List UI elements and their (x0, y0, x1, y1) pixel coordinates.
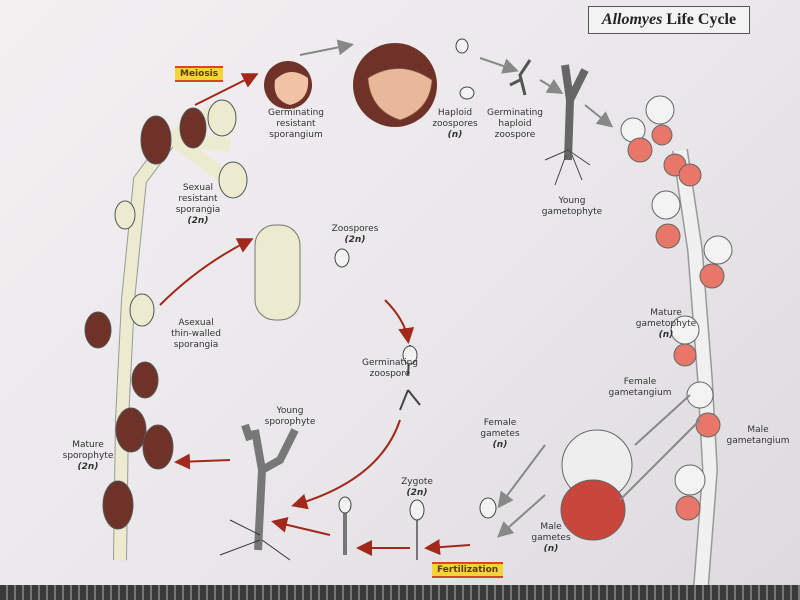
label-line: haploid (498, 119, 532, 129)
label-line: zoospore (494, 130, 536, 140)
young-gametophyte-drawing (561, 64, 589, 161)
label-line: (n) (492, 440, 508, 450)
label-line: sporangia (175, 205, 221, 215)
label-line: resistant (178, 194, 218, 204)
mature-sporophyte-drawing (84, 99, 248, 561)
meiosis-badge: Meiosis (175, 66, 224, 82)
diagram-title: Allomyes Life Cycle (588, 6, 750, 34)
label-line: gametangium (726, 436, 790, 446)
label-line: Young (276, 406, 304, 416)
label-line: thin-walled (171, 329, 221, 339)
label-line: Sexual (182, 183, 214, 193)
label-line: zoospores (432, 119, 478, 129)
label-zoospores-2n: Zoospores(2n) (332, 224, 379, 246)
label-line: Mature (72, 440, 104, 450)
label-line: Zoospores (331, 224, 379, 234)
label-line: gametangium (608, 388, 672, 398)
label-line: resistant (276, 119, 316, 129)
fertilization-badge: Fertilization (432, 562, 504, 578)
label-line: Zygote (401, 477, 433, 487)
label-line: (2n) (344, 235, 366, 245)
label-line: (n) (447, 130, 463, 140)
label-line: sporangia (173, 340, 219, 350)
title-genus: Allomyes (601, 11, 663, 28)
label-line: (n) (543, 544, 559, 554)
label-line: Young (558, 196, 586, 206)
label-line: Female (483, 418, 517, 428)
label-line: gametophyte (541, 207, 603, 217)
mature-gametophyte-drawing (560, 95, 733, 600)
label-line: (2n) (187, 216, 209, 226)
label-line: Male (540, 522, 562, 532)
label-line: gametes (531, 533, 571, 543)
label-line: sporangium (269, 130, 323, 140)
haploid-zoospores-drawing (455, 38, 475, 100)
cycle-arrows (159, 39, 701, 556)
label-line: sporophyte (62, 451, 114, 461)
binder-edge (0, 585, 800, 600)
label-line: (2n) (77, 462, 99, 472)
asexual-zoosporangium-drawing (254, 224, 301, 321)
title-rest: Life Cycle (662, 11, 737, 28)
label-line: Germinating (487, 108, 543, 118)
label-zygote: Zygote(2n) (401, 477, 433, 499)
young-sporophyte-drawing (241, 423, 299, 551)
label-line: Asexual (178, 318, 214, 328)
label-line: zoospore (369, 369, 411, 379)
label-line: gametes (480, 429, 520, 439)
label-line: (2n) (406, 488, 428, 498)
label-line: Mature (650, 308, 682, 318)
label-line: (n) (658, 330, 674, 340)
label-line: Germinating (362, 358, 418, 368)
label-line: sporophyte (264, 417, 316, 427)
label-line: Female (623, 377, 657, 387)
label-line: Germinating (268, 108, 324, 118)
label-line: Male (747, 425, 769, 435)
label-line: gametophyte (635, 319, 697, 329)
label-line: Haploid (437, 108, 473, 118)
